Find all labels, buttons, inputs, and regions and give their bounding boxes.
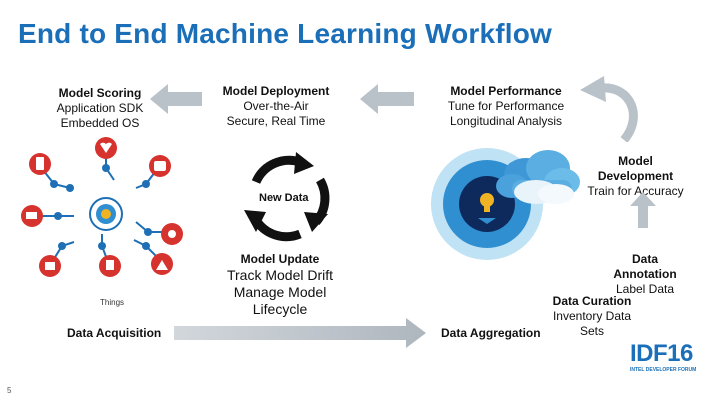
data-aggregation-label: Data Aggregation — [441, 326, 541, 340]
things-label: Things — [100, 298, 125, 307]
cycle-arrows-icon — [244, 152, 330, 242]
model-scoring-block: Model Scoring Application SDK Embedded O… — [40, 86, 160, 131]
data-curation-line: Sets — [579, 324, 604, 338]
model-deployment-heading: Model Deployment — [222, 84, 330, 98]
data-curation-heading: Data Curation — [552, 294, 632, 308]
model-update-line: Lifecycle — [252, 301, 308, 317]
cycle-label: New Data — [259, 192, 309, 204]
data-acquisition-label: Data Acquisition — [67, 326, 162, 340]
model-update-line: Manage Model — [233, 284, 327, 300]
model-update-line: Track Model Drift — [226, 267, 334, 283]
logo-text: IDF16 — [630, 340, 693, 367]
idf16-logo: IDF16 INTEL DEVELOPER FORUM — [630, 340, 697, 374]
data-annotation-line: Label Data — [615, 282, 675, 296]
arrow-left-icon — [150, 84, 202, 114]
model-scoring-line: Application SDK — [56, 101, 144, 115]
page-number: 5 — [7, 386, 12, 395]
data-aggregation-graphic — [431, 148, 580, 260]
data-curation-line: Inventory Data — [552, 309, 632, 323]
model-performance-line: Longitudinal Analysis — [449, 114, 563, 128]
model-deployment-block: Model Deployment Over-the-Air Secure, Re… — [213, 84, 339, 129]
model-performance-heading: Model Performance — [450, 84, 562, 98]
data-annotation-heading: Annotation — [613, 267, 677, 281]
page-title: End to End Machine Learning Workflow — [18, 18, 553, 49]
model-scoring-line: Embedded OS — [60, 116, 140, 130]
curved-arrow-icon — [580, 76, 638, 142]
arrow-right-icon — [174, 318, 426, 348]
model-development-heading: Model — [618, 154, 653, 168]
model-development-line: Train for Accuracy — [587, 184, 684, 198]
model-update-block: Model Update Track Model Drift Manage Mo… — [210, 252, 350, 318]
data-curation-block: Data Curation Inventory Data Sets — [545, 294, 639, 339]
model-development-block: Model Development Train for Accuracy — [578, 154, 693, 199]
model-performance-line: Tune for Performance — [447, 99, 565, 113]
things-network-diagram — [21, 137, 183, 277]
data-annotation-block: Data Annotation Label Data — [604, 252, 686, 297]
model-development-heading: Development — [597, 169, 674, 183]
logo-subtext: INTEL DEVELOPER FORUM — [630, 367, 697, 373]
model-deployment-line: Secure, Real Time — [226, 114, 326, 128]
model-update-heading: Model Update — [240, 252, 320, 266]
model-deployment-line: Over-the-Air — [243, 99, 309, 113]
data-annotation-heading: Data — [631, 252, 658, 266]
arrow-up-icon — [630, 192, 656, 228]
model-scoring-heading: Model Scoring — [58, 86, 142, 100]
arrow-left-icon — [360, 84, 414, 114]
model-performance-block: Model Performance Tune for Performance L… — [438, 84, 574, 129]
